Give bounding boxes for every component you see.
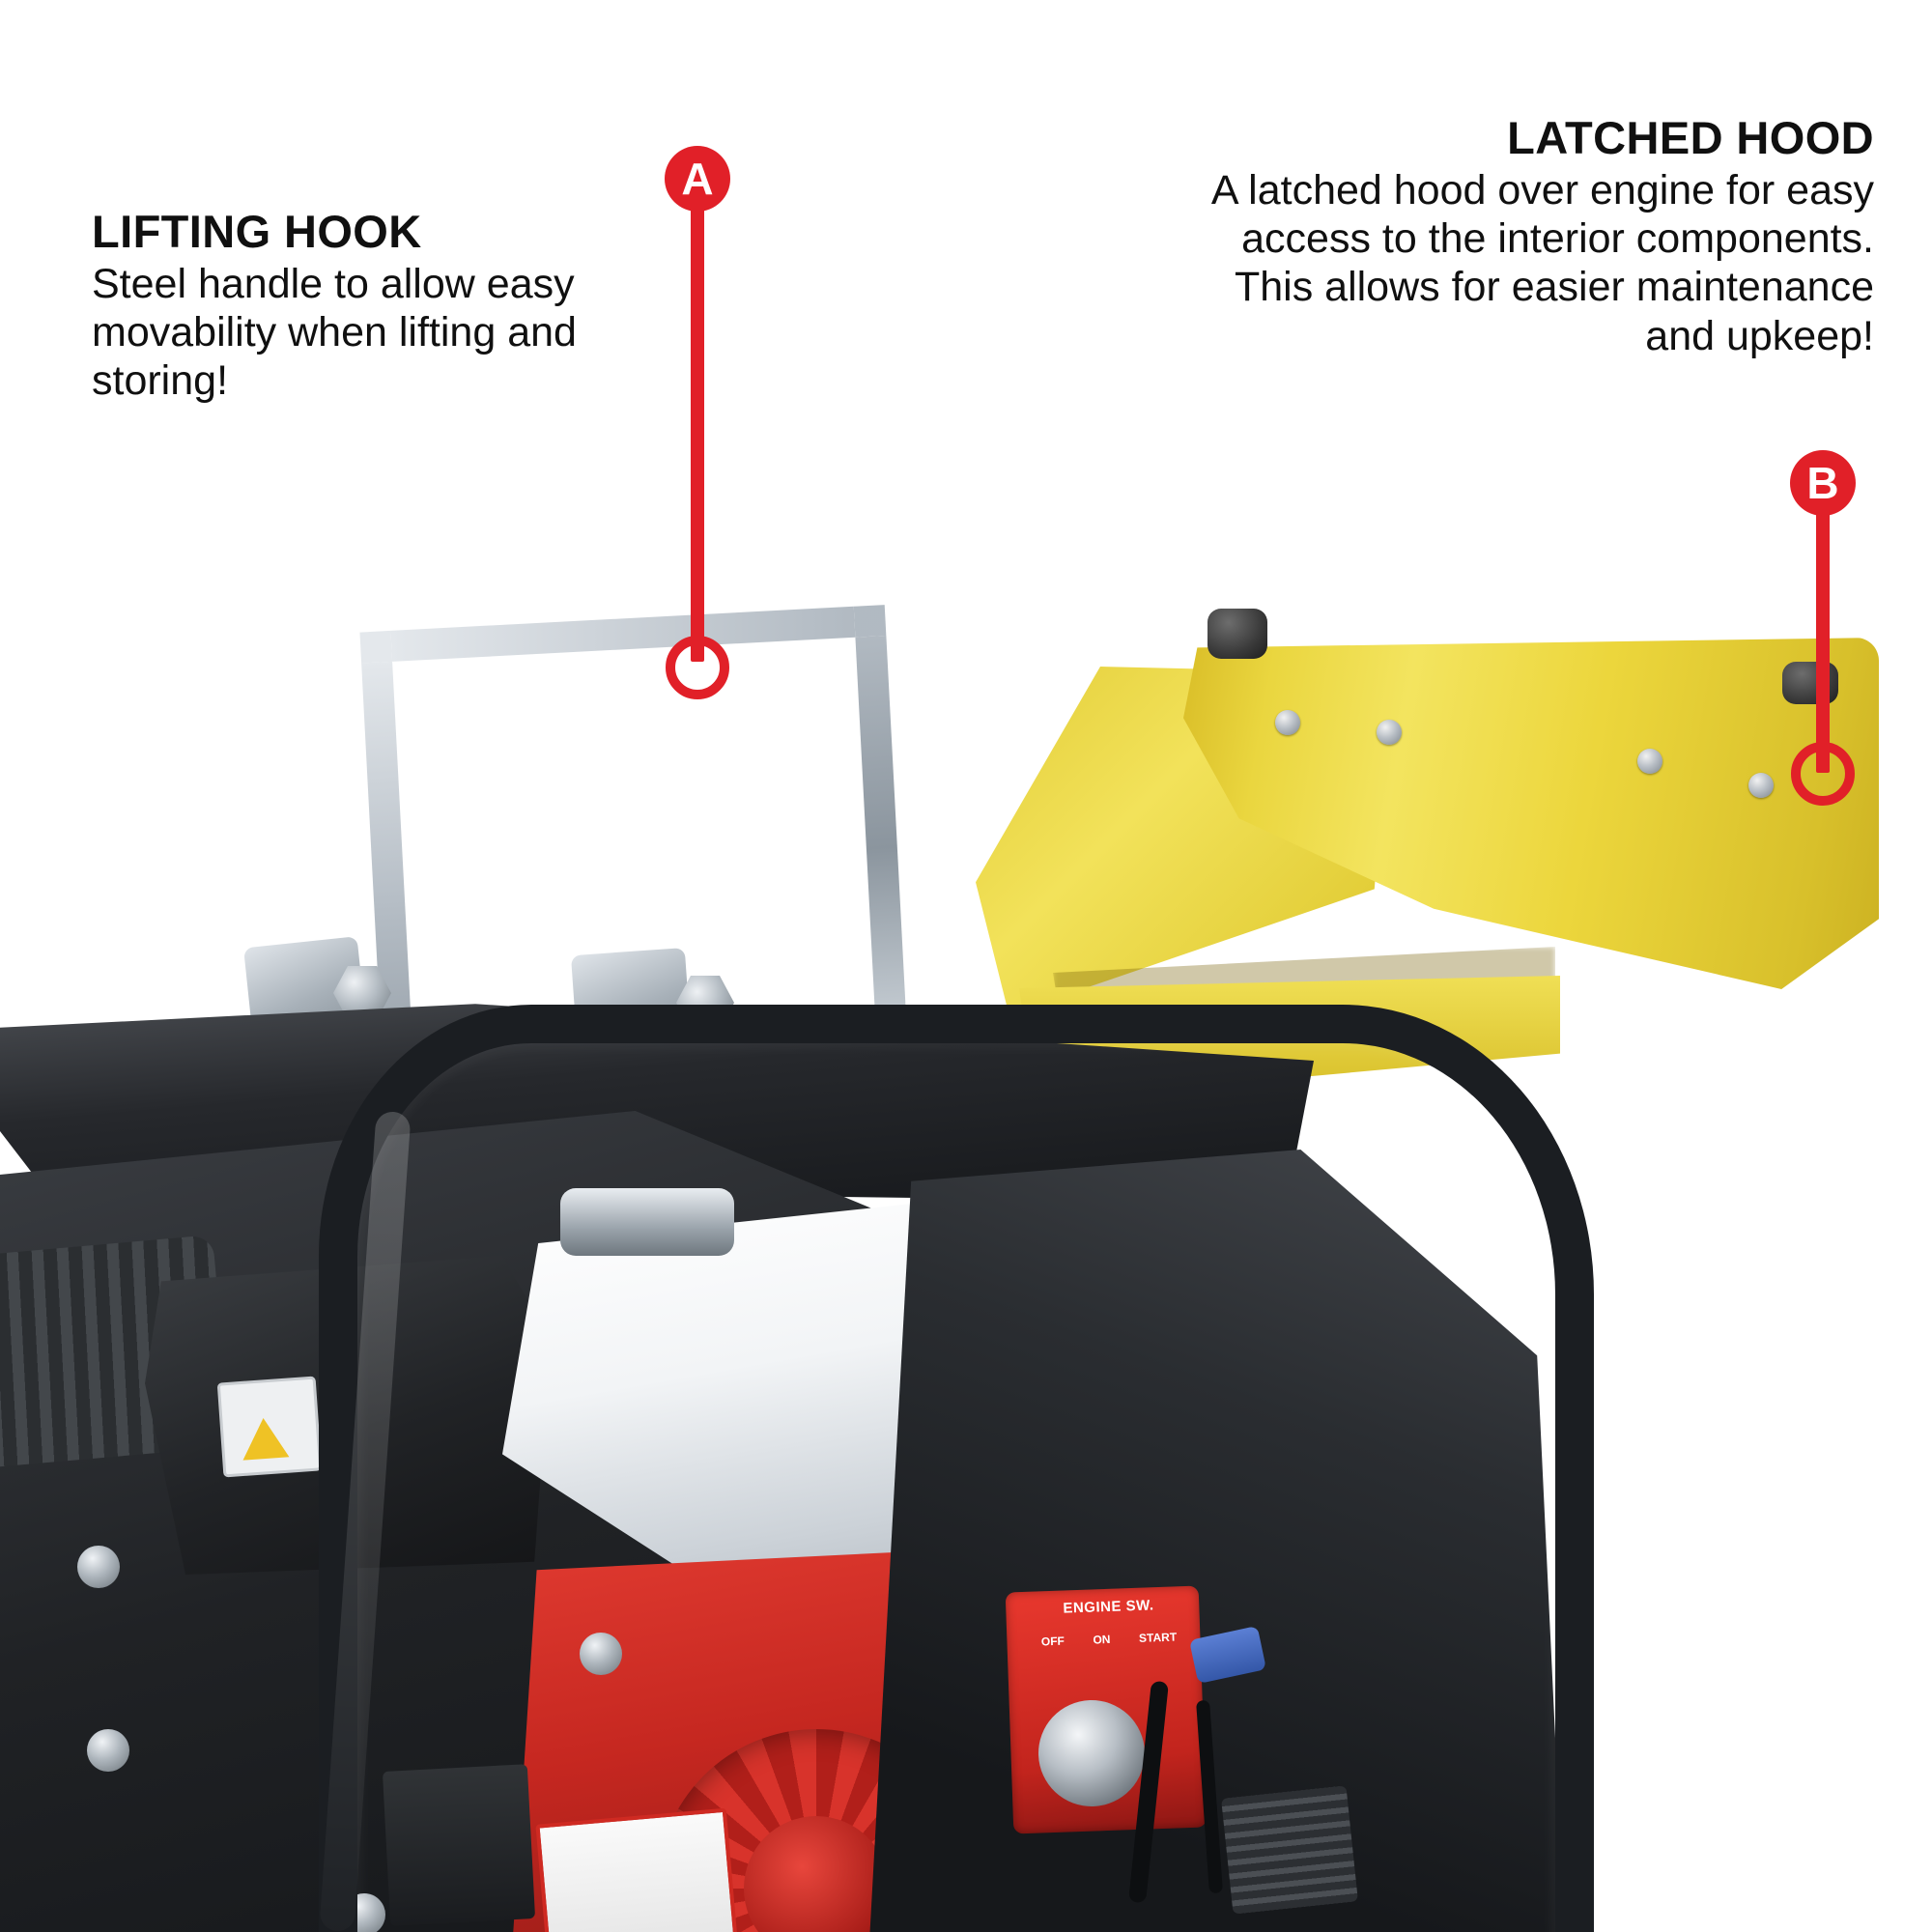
- marker-pin-b[interactable]: B: [1790, 450, 1856, 516]
- fuel-tank-cap: [560, 1188, 734, 1256]
- engine-cable: [1128, 1680, 1169, 1904]
- hood-latch-knob-right: [1782, 662, 1838, 704]
- engine-switch-panel: [1005, 1585, 1208, 1834]
- frame-bolt: [580, 1633, 622, 1675]
- muffler: [0, 1235, 232, 1470]
- choke-lever-plate: [382, 1764, 536, 1926]
- frame-bolt: [343, 1893, 385, 1932]
- recoil-starter: [657, 1729, 976, 1932]
- ignition-key-switch: [1037, 1698, 1147, 1808]
- latched-hood-panel: [1183, 638, 1879, 989]
- switch-off-label: OFF: [1040, 1634, 1065, 1649]
- callout-b-body: A latched hood over engine for easy acce…: [1210, 166, 1874, 359]
- engine-spec-label: [535, 1807, 738, 1932]
- engine-block: [512, 1546, 1130, 1932]
- leader-line-b: [1816, 483, 1830, 773]
- handle-bracket-right: [570, 948, 694, 1071]
- marker-pin-a[interactable]: A: [665, 146, 730, 212]
- callout-a-title: LIFTING HOOK: [92, 206, 422, 257]
- lifting-handle-loop: [359, 605, 910, 1109]
- air-filter-housing: [145, 1256, 551, 1575]
- callout-latched-hood: LATCHED HOOD A latched hood over engine …: [1179, 114, 1874, 360]
- machine-top-plate: [0, 1004, 1314, 1203]
- handle-bracket-left: [243, 936, 369, 1064]
- hood-latch-knob-left: [1208, 609, 1267, 659]
- lifting-handle-aperture: [432, 668, 776, 965]
- engine-switch-positions: OFF ON START: [1027, 1630, 1191, 1649]
- hood-screw: [1637, 749, 1662, 774]
- warning-sticker: [216, 1376, 323, 1478]
- engine-switch-label: ENGINE SW.: [1063, 1597, 1154, 1617]
- frame-bolt: [77, 1546, 120, 1588]
- hood-screw: [1275, 710, 1300, 735]
- roll-bar-frame: [319, 1005, 1594, 1932]
- hood-screw: [1377, 720, 1402, 745]
- engine-cable: [1196, 1699, 1223, 1894]
- fuel-tank: [502, 1203, 1101, 1608]
- leader-line-a: [691, 184, 704, 662]
- marker-target-ring-b: [1791, 742, 1855, 806]
- heatsink: [1221, 1785, 1358, 1915]
- switch-start-label: START: [1138, 1630, 1178, 1645]
- machine-deck: [0, 1111, 1449, 1932]
- callout-a-body: Steel handle to allow easy movability wh…: [92, 260, 577, 405]
- roll-bar-highlight: [319, 1110, 412, 1932]
- hood-screw: [1748, 773, 1774, 798]
- hood-inner-panel: [976, 667, 1391, 1014]
- callout-lifting-hook: LIFTING HOOK Steel handle to allow easy …: [92, 208, 633, 406]
- handle-hex-nut-left: [333, 966, 391, 1020]
- switch-on-label: ON: [1093, 1632, 1111, 1647]
- marker-target-ring-a: [666, 636, 729, 699]
- blue-connector: [1189, 1626, 1266, 1684]
- handle-hex-nut-right: [676, 976, 734, 1030]
- hood-shadow: [1053, 947, 1555, 1034]
- recoil-starter-hub: [744, 1816, 889, 1932]
- frame-bolt: [87, 1729, 129, 1772]
- hood-flange: [1019, 976, 1560, 1101]
- right-shroud: [869, 1150, 1565, 1932]
- warning-triangle-icon: [240, 1416, 290, 1461]
- callout-b-title: LATCHED HOOD: [1507, 112, 1874, 163]
